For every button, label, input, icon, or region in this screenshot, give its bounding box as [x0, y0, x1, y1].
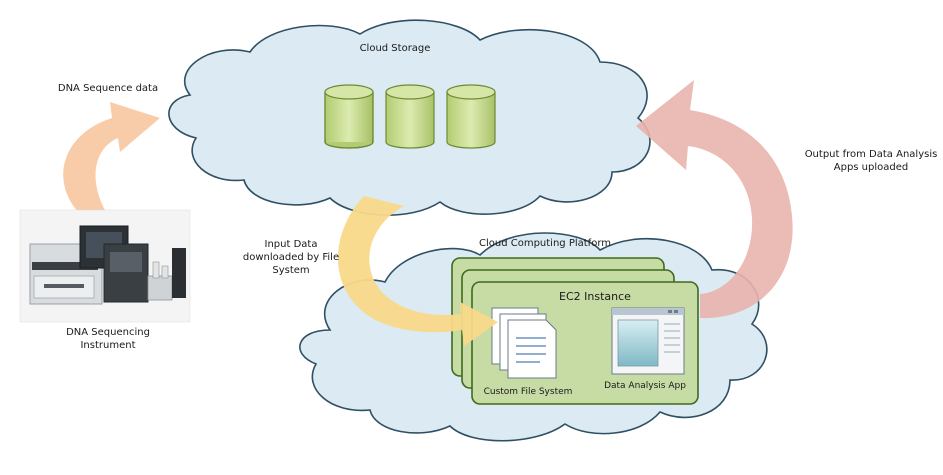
upload-arrow-pink: [636, 80, 793, 319]
sequencing-instrument-icon: [19, 209, 191, 323]
cloud-storage-label: Cloud Storage: [359, 43, 431, 54]
custom-file-system-label: Custom File System: [483, 387, 573, 397]
upload-arrow-peach: [63, 102, 160, 212]
database-cylinder-icon: [446, 84, 496, 149]
database-cylinder-icon: [324, 84, 374, 149]
ec2-instance-label: EC2 Instance: [559, 290, 631, 303]
document-stack-icon: [491, 307, 557, 379]
cloud-computing-platform-label: Cloud Computing Platform: [478, 238, 611, 249]
database-cylinder-icon: [385, 84, 435, 149]
output-data-label: Output from Data Analysis Apps uploaded: [804, 149, 938, 173]
dna-sequencing-instrument-label: DNA Sequencing Instrument: [66, 327, 150, 351]
download-arrow-yellow: [337, 196, 498, 346]
data-analysis-app-label: Data Analysis App: [604, 381, 686, 391]
dna-sequence-data-label: DNA Sequence data: [57, 83, 159, 94]
app-window-icon: [611, 307, 685, 375]
input-data-label: Input Data downloaded by File System: [242, 239, 340, 276]
